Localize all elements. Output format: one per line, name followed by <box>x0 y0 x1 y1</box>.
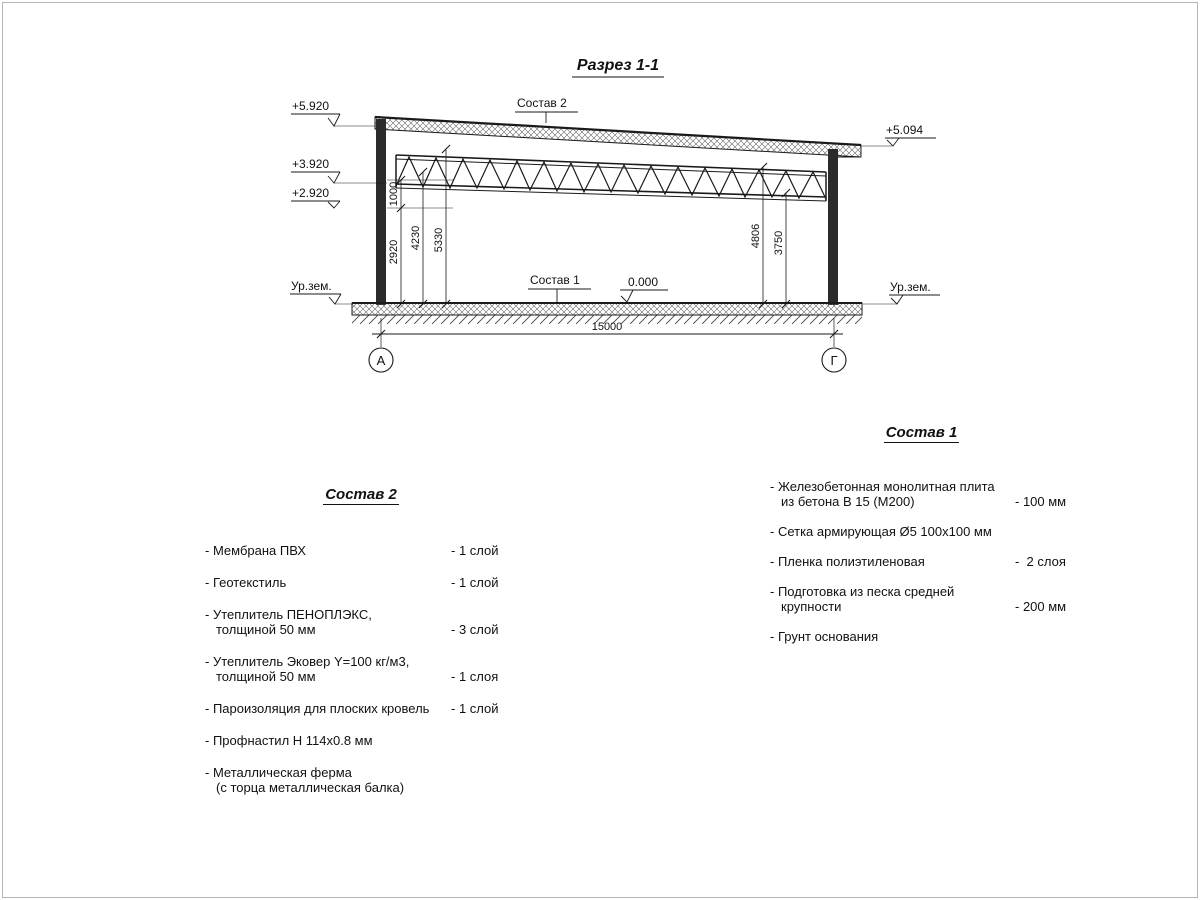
dim-5330: 5330 <box>433 228 445 252</box>
overall-dimension <box>372 318 843 347</box>
item-name: - Сетка армирующая Ø5 100х100 мм <box>770 524 992 539</box>
elevation-mark-5920: +5.920 <box>291 99 376 127</box>
elevation-mark-5094: +5.094 <box>862 123 936 147</box>
list-item: - Железобетонная монолитная плита из бет… <box>770 479 1073 509</box>
sostav2-title: Состав 2 <box>323 486 399 505</box>
elevation-arrow-icon <box>620 289 634 303</box>
svg-text:+3.920: +3.920 <box>292 157 329 171</box>
svg-text:+5.920: +5.920 <box>292 99 329 113</box>
list-item: - Пароизоляция для плоских кровель - 1 с… <box>205 701 517 716</box>
steel-truss <box>395 154 827 202</box>
item-name: - Профнастил Н 114х0.8 мм <box>205 733 373 748</box>
list-item: - Металлическая ферма (с торца металличе… <box>205 765 517 795</box>
elevation-mark-2920: +2.920 <box>291 186 341 209</box>
svg-text:Состав 2: Состав 2 <box>517 96 567 110</box>
svg-text:0.000: 0.000 <box>628 275 658 289</box>
truss-web <box>395 155 827 200</box>
item-qty: - 2 слоя <box>1015 554 1066 569</box>
svg-text:+2.920: +2.920 <box>292 186 329 200</box>
axis-g: Г <box>821 347 847 373</box>
item-qty: - 1 слой <box>451 701 499 716</box>
list-item: - Утеплитель Эковер Y=100 кг/м3, толщино… <box>205 654 517 684</box>
item-name: - Утеплитель Эковер Y=100 кг/м3, толщино… <box>205 654 410 684</box>
svg-text:Ур.зем.: Ур.зем. <box>890 280 931 294</box>
dim-4230: 4230 <box>410 226 422 250</box>
svg-text:Ур.зем.: Ур.зем. <box>291 279 332 293</box>
elevation-arrow-icon <box>890 294 904 305</box>
item-qty: - 1 слой <box>451 575 499 590</box>
axis-a: А <box>368 347 394 373</box>
elevation-arrow-icon <box>327 171 341 184</box>
item-qty: - 200 мм <box>1015 599 1067 614</box>
item-name: - Пароизоляция для плоских кровель <box>205 701 430 716</box>
floor-slab <box>351 302 863 316</box>
vertical-dimensions <box>400 149 787 304</box>
list-item: - Грунт основания <box>770 629 1073 644</box>
elevation-arrow-icon <box>327 200 341 209</box>
list-item: - Сетка армирующая Ø5 100х100 мм <box>770 524 1073 539</box>
item-qty: - 1 слой <box>451 543 499 558</box>
roof-slab <box>374 115 862 158</box>
callout-sostav1: Состав 1 <box>528 273 591 302</box>
ground-hatch <box>352 315 862 324</box>
item-name: - Подготовка из песка средней крупности <box>770 584 955 614</box>
svg-text:А: А <box>377 353 386 368</box>
right-wall <box>828 149 838 305</box>
elevation-arrow-icon <box>886 137 900 147</box>
svg-text:Состав 1: Состав 1 <box>530 273 580 287</box>
list-item: - Подготовка из песка средней крупности … <box>770 584 1073 614</box>
dim-15000: 15000 <box>592 321 623 333</box>
item-name: - Пленка полиэтиленовая <box>770 554 925 569</box>
elevation-arrow-icon <box>328 293 342 305</box>
item-qty: - 1 слоя <box>451 669 499 684</box>
list-item: - Профнастил Н 114х0.8 мм <box>205 733 517 748</box>
item-name: - Железобетонная монолитная плита из бет… <box>770 479 995 509</box>
dim-2920: 2920 <box>388 240 400 264</box>
sostav1-list: Состав 1 - Железобетонная монолитная пли… <box>770 425 1073 659</box>
ground-level-mark-right: Ур.зем. <box>863 280 940 305</box>
sostav1-title: Состав 1 <box>883 424 960 443</box>
list-item: - Мембрана ПВХ - 1 слой <box>205 543 517 558</box>
dimension-ticks <box>396 144 791 309</box>
left-wall <box>376 119 386 305</box>
item-qty: - 100 мм <box>1015 494 1067 509</box>
list-item: - Геотекстиль - 1 слой <box>205 575 517 590</box>
item-name: - Мембрана ПВХ <box>205 543 306 558</box>
item-name: - Грунт основания <box>770 629 879 644</box>
dim-3750: 3750 <box>773 231 785 255</box>
drawing-title: Разрез 1-1 <box>577 57 659 74</box>
zero-level-mark: 0.000 <box>620 275 668 303</box>
callout-sostav2: Состав 2 <box>515 96 578 123</box>
ground-level-mark-left: Ур.зем. <box>290 279 352 305</box>
sostav2-list: Состав 2 - Мембрана ПВХ - 1 слой - Геоте… <box>205 487 517 812</box>
item-name: - Утеплитель ПЕНОПЛЭКС, толщиной 50 мм <box>205 607 372 637</box>
dim-4806: 4806 <box>750 224 762 248</box>
item-qty: - 3 слой <box>451 622 499 637</box>
elevation-mark-3920: +3.920 <box>291 157 387 184</box>
list-item: - Пленка полиэтиленовая - 2 слоя <box>770 554 1073 569</box>
item-name: - Металлическая ферма (с торца металличе… <box>205 765 405 795</box>
item-name: - Геотекстиль <box>205 575 287 590</box>
svg-text:Г: Г <box>830 353 837 368</box>
section-drawing: Разрез 1-1 <box>290 57 940 373</box>
elevation-arrow-icon <box>327 113 341 127</box>
svg-text:+5.094: +5.094 <box>886 123 923 137</box>
list-item: - Утеплитель ПЕНОПЛЭКС, толщиной 50 мм -… <box>205 607 517 637</box>
dim-1000: 1000 <box>388 182 400 206</box>
level-lines <box>387 179 453 209</box>
